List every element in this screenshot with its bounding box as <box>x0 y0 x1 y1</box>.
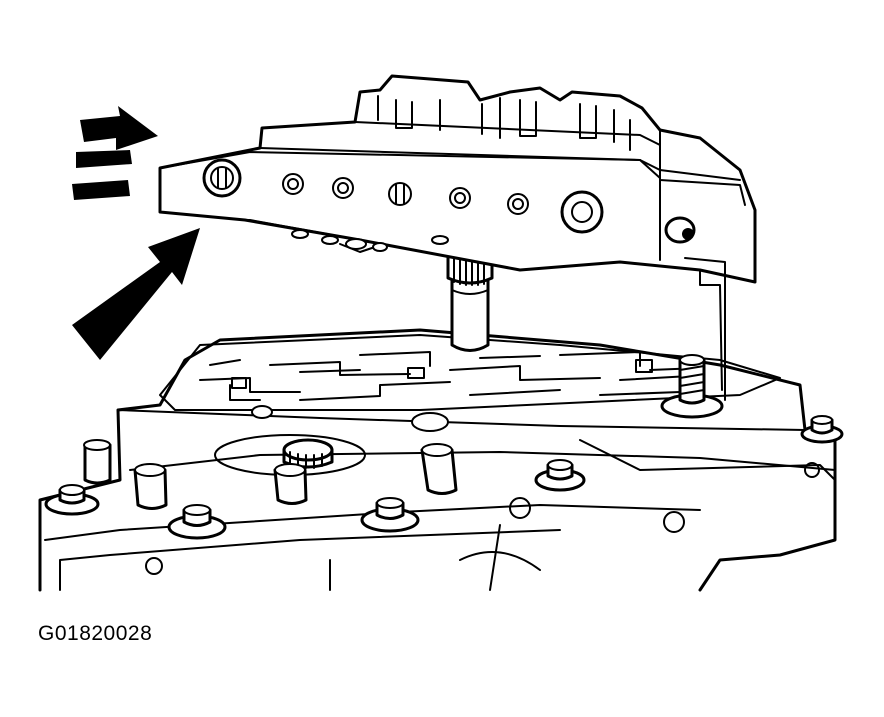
oil-pump-gear <box>214 434 366 476</box>
locating-studs <box>83 439 458 510</box>
small-arrow-icon <box>80 106 158 150</box>
dash-icon <box>72 180 130 200</box>
bolt <box>800 415 844 444</box>
valve-body-plate <box>159 334 781 432</box>
bolt <box>360 497 420 533</box>
large-arrow-icon <box>72 228 200 360</box>
lift-direction-arrows <box>72 106 200 360</box>
case-bolts <box>44 354 844 575</box>
bolt <box>167 504 227 540</box>
bolt <box>534 459 586 492</box>
bolt <box>660 354 724 419</box>
dash-icon <box>76 150 132 168</box>
figure-id-label: G01820028 <box>38 622 153 645</box>
upper-valve-body <box>158 74 757 401</box>
bolt <box>44 484 100 516</box>
